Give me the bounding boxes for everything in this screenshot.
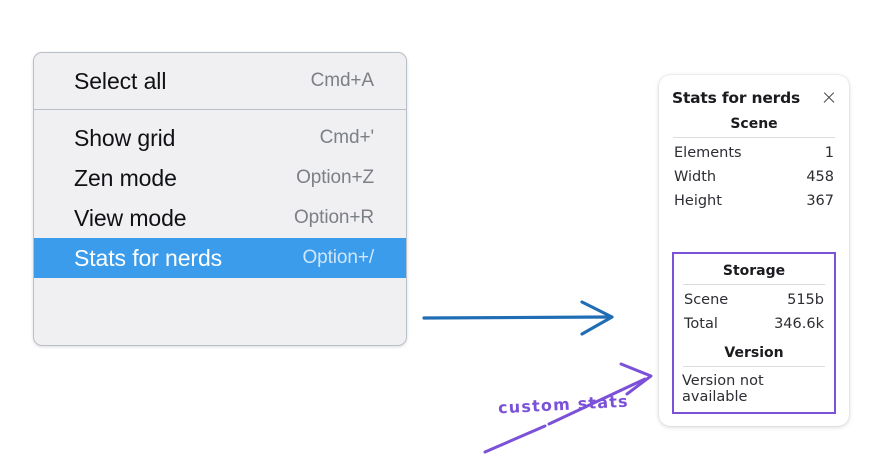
section-heading-version: Version (724, 345, 784, 361)
menu-item-label: View mode (74, 204, 187, 231)
menu-item-zen-mode[interactable]: Zen mode Option+Z (34, 158, 406, 198)
menu-item-label: Select all (74, 67, 167, 94)
menu-item-shortcut: Cmd+' (319, 127, 374, 148)
stat-row: Elements 1 (672, 141, 836, 165)
menu-item-view-mode[interactable]: View mode Option+R (34, 198, 406, 238)
version-value: Version not available (682, 373, 764, 405)
context-menu: Select all Cmd+A Show grid Cmd+' Zen mod… (33, 52, 407, 346)
menu-divider (34, 109, 406, 110)
stat-label: Height (674, 193, 722, 209)
section-rule (683, 284, 825, 285)
stat-value: 346.6k (774, 316, 824, 332)
menu-item-label: Stats for nerds (74, 244, 223, 271)
panel-header: Stats for nerds (659, 75, 849, 107)
custom-stats-highlight-box: Storage Scene 515b Total 346.6k Version … (672, 252, 836, 414)
stat-row: Total 346.6k (682, 312, 826, 336)
menu-item-stats-for-nerds[interactable]: Stats for nerds Option+/ (34, 238, 406, 278)
menu-item-select-all[interactable]: Select all Cmd+A (34, 61, 406, 101)
menu-item-shortcut: Option+/ (302, 247, 374, 268)
stat-label: Elements (674, 145, 742, 161)
stat-value: 1 (824, 145, 834, 161)
menu-item-show-grid[interactable]: Show grid Cmd+' (34, 118, 406, 158)
section-heading-scene: Scene (730, 116, 778, 132)
stat-row: Scene 515b (682, 288, 826, 312)
menu-item-shortcut: Option+Z (296, 167, 374, 188)
blue-arrow-annotation (422, 300, 614, 336)
stat-value: 515b (787, 292, 824, 308)
close-icon[interactable] (821, 90, 837, 106)
section-rule (683, 366, 825, 367)
stat-label: Total (684, 316, 718, 332)
menu-group-1: Select all Cmd+A (34, 53, 406, 109)
stat-row: Width 458 (672, 165, 836, 189)
stat-label: Scene (684, 292, 729, 308)
scene-section: Scene Elements 1 Width 458 Height 367 (659, 107, 849, 213)
stats-for-nerds-panel: Stats for nerds Scene Elements 1 Width 4… (659, 75, 849, 426)
menu-group-2: Show grid Cmd+' Zen mode Option+Z View m… (34, 110, 406, 286)
menu-item-label: Zen mode (74, 164, 177, 191)
stat-value: 367 (806, 193, 834, 209)
section-rule (673, 137, 835, 138)
stat-value: 458 (806, 169, 834, 185)
stat-label: Width (674, 169, 717, 185)
section-heading-storage: Storage (722, 263, 786, 279)
panel-title: Stats for nerds (672, 89, 801, 107)
menu-item-shortcut: Option+R (294, 207, 374, 228)
stat-row: Height 367 (672, 189, 836, 213)
menu-item-shortcut: Cmd+A (310, 70, 374, 91)
custom-stats-annotation-label: custom stats (497, 391, 630, 418)
menu-item-label: Show grid (74, 124, 176, 151)
